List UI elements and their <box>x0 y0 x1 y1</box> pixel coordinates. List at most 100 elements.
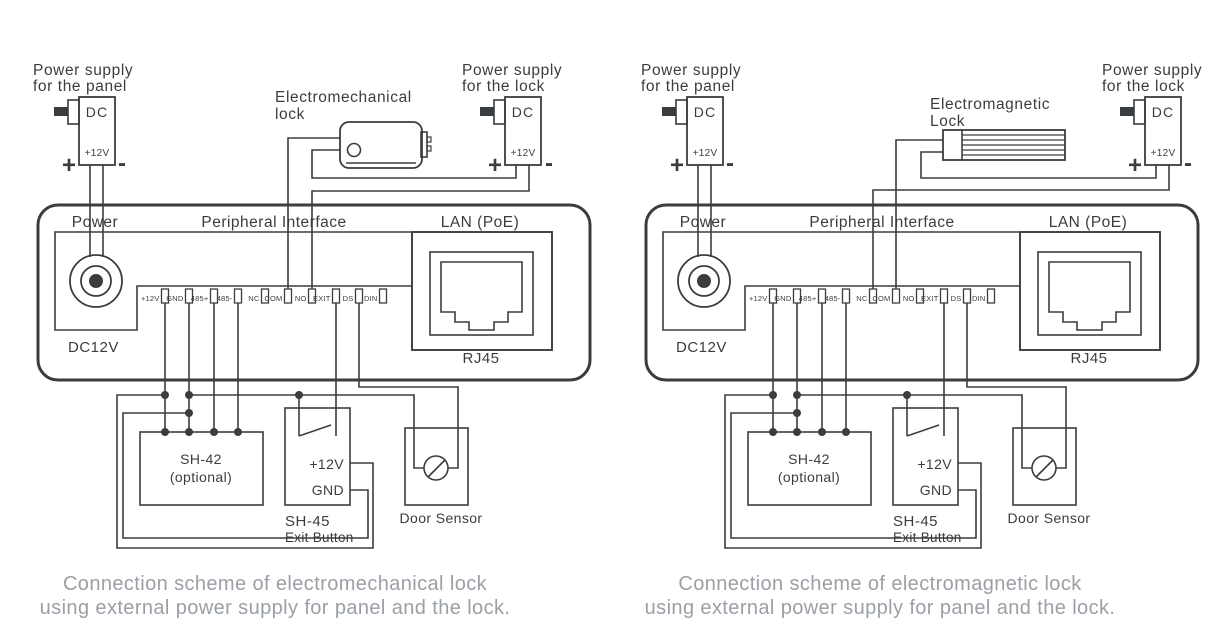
psu-voltage-text: +12V <box>511 148 536 159</box>
wire-psu-minus-to-nc <box>872 165 1170 289</box>
panel-lan-label: LAN (PoE) <box>1049 214 1128 231</box>
door-sensor: Door Sensor <box>400 427 483 526</box>
psu-lock-label-line2: for the lock <box>1102 78 1185 95</box>
dc12v-label: DC12V <box>676 339 727 356</box>
door-sensor-label: Door Sensor <box>400 510 483 526</box>
psu-voltage-text: +12V <box>693 148 718 159</box>
psu-dc-text: DC <box>1152 104 1175 120</box>
lock-label-line1: Electromechanical <box>275 89 412 106</box>
panel-peripheral-label: Peripheral Interface <box>809 214 954 231</box>
terminal-label-nc: NC <box>248 294 260 303</box>
diagram-electromechanical: Power supply for the panel Electromechan… <box>33 62 592 619</box>
door-sensor-label: Door Sensor <box>1008 510 1091 526</box>
wire-psu-to-barrel <box>697 165 712 257</box>
wire-button-12v-loop <box>724 394 982 549</box>
wire-psu-to-barrel <box>89 165 104 257</box>
power-supply-lock: DC +12V + - <box>479 96 553 179</box>
door-sensor: Door Sensor <box>1008 427 1091 526</box>
power-supply-lock: DC +12V + - <box>1119 96 1192 179</box>
terminal-label-gnd: GND <box>166 294 184 303</box>
rj45-port <box>411 231 553 351</box>
terminal-label-com: COM <box>872 294 890 303</box>
rj45-port <box>1019 231 1161 351</box>
psu-panel-label-line2: for the panel <box>33 78 127 95</box>
psu-lock-label-line2: for the lock <box>462 78 545 95</box>
rj45-label: RJ45 <box>1070 350 1107 367</box>
sh42-module: SH-42 (optional) <box>747 431 872 506</box>
terminal-label-gnd: GND <box>774 294 792 303</box>
sh45-name: SH-45 <box>893 513 938 530</box>
dc12v-label: DC12V <box>68 339 119 356</box>
panel-peripheral-label: Peripheral Interface <box>201 214 346 231</box>
plus-sign: + <box>62 152 76 179</box>
panel-inner-outline <box>54 231 553 351</box>
button-gnd-label: GND <box>312 482 344 498</box>
terminal-label-no: NO <box>903 294 915 303</box>
panel-power-label: Power <box>680 214 726 231</box>
button-gnd-label: GND <box>920 482 952 498</box>
terminal-strip: +12V GND 485+ 485- NC COM NO EXIT DS DIN <box>749 288 996 304</box>
wire-lock-to-com <box>895 139 943 289</box>
wire-button-gnd-loop <box>730 412 977 539</box>
minus-sign: - <box>1184 150 1192 177</box>
minus-sign: - <box>118 150 126 177</box>
psu-dc-text: DC <box>86 104 109 120</box>
sh42-module: SH-42 (optional) <box>139 431 264 506</box>
psu-panel-label-line2: for the panel <box>641 78 735 95</box>
lock-label-line2: lock <box>275 106 305 123</box>
plus-sign: + <box>670 152 684 179</box>
terminal-label-com: COM <box>264 294 282 303</box>
psu-voltage-text: +12V <box>1151 148 1176 159</box>
switch-blade <box>298 424 332 437</box>
psu-dc-text: DC <box>694 104 717 120</box>
terminal-label-din: DIN <box>364 294 378 303</box>
wire-ds-to-sensor <box>966 303 1067 469</box>
sh42-name: SH-42 <box>788 451 830 467</box>
terminal-label-485p: 485+ <box>799 294 817 303</box>
terminal-label-din: DIN <box>972 294 986 303</box>
psu-lock-label-line1: Power supply <box>462 62 562 79</box>
psu-dc-text: DC <box>512 104 535 120</box>
door-panel: Power Peripheral Interface LAN (PoE) DC1… <box>644 203 1200 382</box>
diagram-electromagnetic: Power supply for the panel Electromagnet… <box>641 62 1202 619</box>
caption-line2: using external power supply for panel an… <box>40 597 511 619</box>
psu-panel-label-line1: Power supply <box>33 62 133 79</box>
terminal-label-nc: NC <box>856 294 868 303</box>
psu-voltage-text: +12V <box>85 148 110 159</box>
wire-button-12v-loop <box>116 394 374 549</box>
wire-lock-to-psu-plus <box>920 151 1157 179</box>
terminal-label-485p: 485+ <box>191 294 209 303</box>
dc-barrel-connector <box>677 254 731 308</box>
psu-panel-label-line1: Power supply <box>641 62 741 79</box>
terminal-label-12v: +12V <box>749 294 768 303</box>
wires-terminals-to-sh42 <box>164 303 239 432</box>
plus-sign: + <box>1128 152 1142 179</box>
lock-label-line2: Lock <box>930 113 965 130</box>
psu-lock-label-line1: Power supply <box>1102 62 1202 79</box>
plus-sign: + <box>488 152 502 179</box>
exit-button-label: Exit Button <box>285 530 354 545</box>
wire-psu-minus-to-no <box>311 165 530 289</box>
terminal-label-485m: 485- <box>825 294 841 303</box>
terminal-label-no: NO <box>295 294 307 303</box>
dc-barrel-connector <box>69 254 123 308</box>
door-panel: Power Peripheral Interface LAN (PoE) DC1… <box>36 203 592 382</box>
exit-button-label: Exit Button <box>893 530 962 545</box>
panel-power-label: Power <box>72 214 118 231</box>
power-supply-panel: DC +12V + - <box>53 96 126 257</box>
terminal-label-12v: +12V <box>141 294 160 303</box>
button-plus-label: +12V <box>309 456 344 472</box>
electromechanical-lock <box>339 121 432 169</box>
terminal-label-485m: 485- <box>217 294 233 303</box>
electromagnetic-lock <box>942 129 1066 161</box>
wire-ds-to-sensor <box>358 303 459 469</box>
panel-outline <box>36 203 592 382</box>
wire-button-gnd-loop <box>122 412 369 539</box>
wire-lock-to-psu-plus <box>311 149 517 179</box>
terminal-strip: +12V GND 485+ 485- NC COM NO EXIT DS DIN <box>141 288 388 304</box>
sh45-name: SH-45 <box>285 513 330 530</box>
switch-blade <box>906 424 940 437</box>
exit-button-module: +12V GND SH-45 Exit Button <box>284 395 354 545</box>
panel-inner-outline <box>662 231 1161 351</box>
